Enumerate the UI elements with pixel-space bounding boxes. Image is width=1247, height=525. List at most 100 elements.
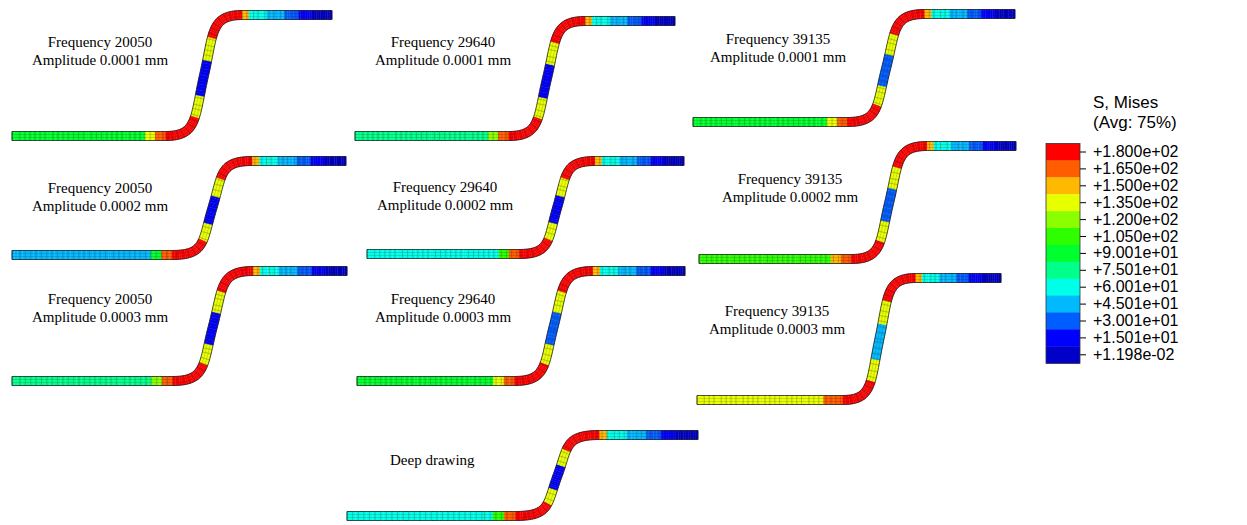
contour-element bbox=[119, 251, 122, 260]
contour-element bbox=[404, 377, 407, 386]
mesh-line bbox=[716, 118, 717, 127]
contour-element bbox=[606, 157, 608, 166]
contour-element bbox=[81, 251, 84, 260]
contour-element bbox=[981, 142, 983, 151]
mesh-line bbox=[783, 118, 784, 127]
mesh-line bbox=[214, 184, 223, 186]
mesh-line bbox=[282, 157, 283, 166]
contour-element bbox=[484, 250, 487, 259]
mesh-line bbox=[912, 11, 914, 20]
mesh-line bbox=[782, 255, 783, 264]
contour-element bbox=[427, 132, 430, 141]
contour-element bbox=[954, 142, 956, 151]
stress-contour-strip bbox=[12, 11, 332, 141]
contour-element bbox=[107, 132, 110, 141]
contour-element bbox=[604, 157, 606, 166]
mesh-line bbox=[726, 118, 727, 127]
mesh-line bbox=[589, 17, 590, 26]
contour-element bbox=[71, 132, 74, 141]
mesh-line bbox=[407, 250, 408, 259]
mesh-line bbox=[639, 17, 640, 26]
contour-element bbox=[616, 267, 618, 276]
contour-element bbox=[125, 132, 128, 141]
contour-element bbox=[96, 132, 99, 141]
contour-element bbox=[828, 255, 831, 264]
contour-element bbox=[391, 377, 394, 386]
contour-element bbox=[370, 377, 373, 386]
contour-element bbox=[368, 132, 371, 141]
contour-element bbox=[258, 11, 260, 20]
mesh-line bbox=[798, 118, 799, 127]
mesh-line bbox=[105, 251, 106, 260]
mesh-line bbox=[666, 157, 667, 166]
mesh-line bbox=[877, 87, 886, 89]
mesh-line bbox=[857, 117, 859, 126]
contour-element bbox=[100, 377, 103, 386]
mesh-line bbox=[193, 108, 202, 110]
contour-element bbox=[832, 118, 835, 127]
contour-element bbox=[386, 132, 389, 141]
mesh-outline bbox=[12, 267, 347, 377]
contour-element bbox=[724, 255, 727, 264]
contour-element bbox=[111, 251, 114, 260]
contour-element bbox=[386, 377, 389, 386]
contour-element bbox=[95, 251, 98, 260]
contour-element bbox=[947, 142, 949, 151]
mesh-line bbox=[876, 91, 885, 93]
mesh-line bbox=[468, 250, 469, 259]
mesh-line bbox=[100, 377, 101, 386]
mesh-line bbox=[940, 142, 941, 151]
contour-element bbox=[95, 377, 98, 386]
contour-element bbox=[646, 157, 648, 166]
contour-element bbox=[141, 377, 144, 386]
mesh-line bbox=[880, 75, 889, 77]
contour-element bbox=[952, 142, 954, 151]
contour-element bbox=[66, 377, 69, 386]
contour-element bbox=[87, 377, 90, 386]
mesh-line bbox=[539, 94, 548, 96]
mesh-line bbox=[297, 267, 298, 276]
contour-element bbox=[501, 377, 504, 386]
mesh-line bbox=[205, 50, 214, 52]
mesh-line bbox=[224, 14, 228, 22]
mesh-line bbox=[888, 39, 897, 41]
contour-element bbox=[653, 17, 655, 26]
contour-element bbox=[68, 132, 71, 141]
mesh-line bbox=[166, 251, 167, 260]
contour-element bbox=[514, 376, 517, 385]
contour-element bbox=[992, 10, 994, 19]
mesh-line bbox=[1005, 10, 1006, 19]
mesh-line bbox=[890, 33, 899, 36]
contour-element bbox=[323, 11, 325, 20]
contour-element bbox=[276, 11, 278, 20]
contour-element bbox=[100, 251, 103, 260]
contour-element bbox=[655, 267, 657, 276]
mesh-line bbox=[550, 45, 559, 47]
contour-element bbox=[166, 131, 169, 140]
contour-element bbox=[996, 142, 998, 151]
contour-element bbox=[259, 157, 261, 166]
contour-element bbox=[737, 118, 740, 127]
mesh-line bbox=[73, 132, 74, 141]
contour-element bbox=[480, 377, 483, 386]
contour-element bbox=[719, 255, 722, 264]
contour-element bbox=[332, 157, 334, 166]
contour-element bbox=[20, 132, 23, 141]
contour-element bbox=[775, 255, 778, 264]
contour-element bbox=[669, 267, 671, 276]
contour-element bbox=[57, 251, 60, 260]
contour-element bbox=[417, 377, 420, 386]
contour-element bbox=[460, 132, 463, 141]
contour-element bbox=[439, 132, 442, 141]
mesh-line bbox=[875, 97, 884, 99]
mesh-line bbox=[113, 251, 114, 260]
contour-element bbox=[258, 267, 260, 276]
mesh-line bbox=[788, 118, 789, 127]
contour-element bbox=[52, 251, 55, 260]
contour-element bbox=[483, 377, 486, 386]
mesh-line bbox=[422, 250, 423, 259]
mesh-line bbox=[711, 118, 712, 127]
mesh-line bbox=[314, 267, 315, 276]
contour-element bbox=[436, 377, 439, 386]
mesh-line bbox=[514, 131, 516, 140]
